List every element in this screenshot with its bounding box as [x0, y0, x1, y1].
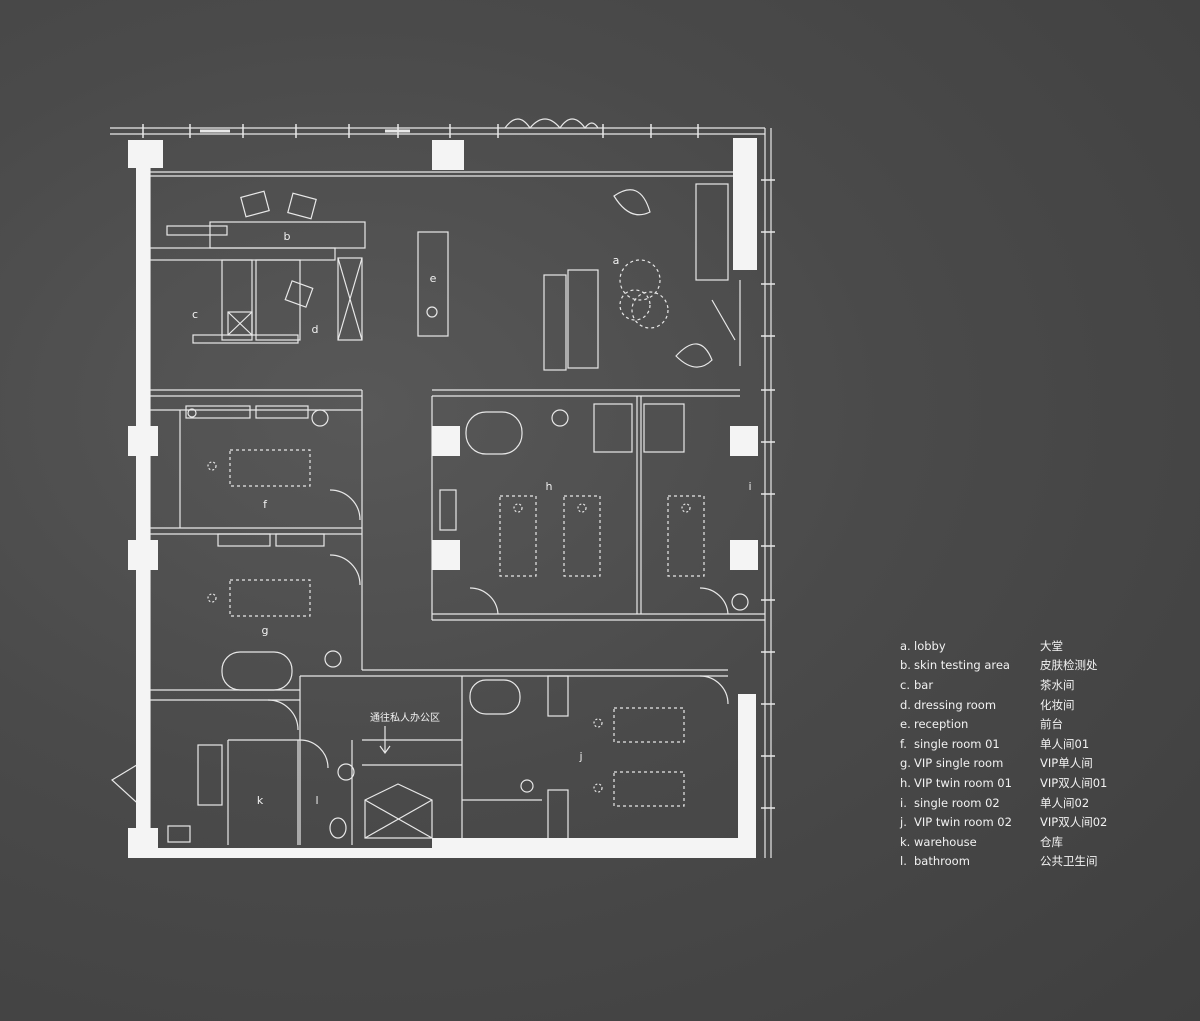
legend-en: dressing room — [914, 697, 997, 712]
legend-row: g.VIP single room VIP单人间 — [900, 754, 1120, 774]
legend-key: d. — [900, 697, 911, 712]
legend-en: VIP twin room 02 — [914, 815, 1012, 830]
legend-zh: 单人间02 — [1040, 795, 1090, 810]
facade-ticks — [142, 124, 775, 809]
room-label-g: g — [262, 624, 269, 637]
legend-zh: 化妆间 — [1040, 697, 1075, 712]
legend-row: h.VIP twin room 01 VIP双人间01 — [900, 773, 1120, 793]
legend-en: single room 02 — [914, 795, 1000, 810]
corridor-arrow — [379, 726, 391, 755]
room-label-f: f — [263, 498, 268, 511]
legend-key: c. — [900, 677, 910, 692]
legend-row: d.dressing room 化妆间 — [900, 695, 1120, 715]
legend-key: k. — [900, 834, 911, 849]
legend-zh: 前台 — [1040, 717, 1063, 732]
legend-row: i. single room 02 单人间02 — [900, 793, 1120, 813]
legend-row: j. VIP twin room 02 VIP双人间02 — [900, 812, 1120, 832]
legend-zh: 大堂 — [1040, 638, 1063, 653]
top-facade — [110, 118, 772, 858]
legend-zh: 茶水间 — [1040, 677, 1075, 692]
room-label-h: h — [546, 480, 553, 493]
room-label-l: l — [315, 794, 318, 807]
legend-key: h. — [900, 775, 911, 790]
corridor-note: 通往私人办公区 — [370, 711, 440, 724]
legend-key: g. — [900, 756, 911, 771]
legend-key: i. — [900, 795, 907, 810]
lobby-furniture — [149, 183, 741, 371]
legend-row: c. bar 茶水间 — [900, 675, 1120, 695]
legend-row: f. single room 01 单人间01 — [900, 734, 1120, 754]
legend-en: single room 01 — [914, 736, 1000, 751]
legend-row: a.lobby 大堂 — [900, 636, 1120, 656]
doors — [111, 489, 729, 812]
structural-columns — [128, 138, 758, 858]
room-label-e: e — [430, 272, 437, 285]
legend-en: VIP twin room 01 — [914, 775, 1012, 790]
legend-key: f. — [900, 736, 907, 751]
legend-key: b. — [900, 658, 911, 673]
legend-zh: VIP双人间01 — [1040, 775, 1108, 790]
room-label-k: k — [257, 794, 264, 807]
room-label-b: b — [284, 230, 291, 243]
legend-zh: 仓库 — [1040, 834, 1063, 849]
legend-en: bathroom — [914, 854, 970, 869]
legend-zh: 公共卫生间 — [1040, 854, 1098, 869]
legend-en: lobby — [914, 638, 946, 653]
legend-row: e.reception 前台 — [900, 714, 1120, 734]
legend-zh: 皮肤检测处 — [1040, 658, 1098, 673]
legend-row: k.warehouse 仓库 — [900, 832, 1120, 852]
legend-en: bar — [914, 677, 934, 692]
legend-en: VIP single room — [914, 756, 1004, 771]
legend-zh: VIP单人间 — [1040, 756, 1093, 771]
legend-zh: VIP双人间02 — [1040, 815, 1108, 830]
room-label-a: a — [613, 254, 620, 267]
legend-key: j. — [900, 815, 907, 830]
legend-en: warehouse — [914, 834, 977, 849]
legend-key: e. — [900, 717, 911, 732]
legend-en: reception — [914, 717, 969, 732]
legend-key: a. — [900, 638, 911, 653]
room-label-i: i — [748, 480, 751, 493]
legend-zh: 单人间01 — [1040, 736, 1090, 751]
legend-row: l. bathroom 公共卫生间 — [900, 852, 1120, 872]
rooms-furniture — [167, 403, 749, 843]
room-label-c: c — [192, 308, 198, 321]
legend-key: l. — [900, 854, 907, 869]
legend-en: skin testing area — [914, 658, 1010, 673]
room-label-j: j — [578, 750, 582, 763]
room-label-d: d — [312, 323, 319, 336]
legend-row: b.skin testing area 皮肤检测处 — [900, 656, 1120, 676]
legend: a.lobby 大堂 b.skin testing area 皮肤检测处 c. bar… — [900, 636, 1120, 871]
